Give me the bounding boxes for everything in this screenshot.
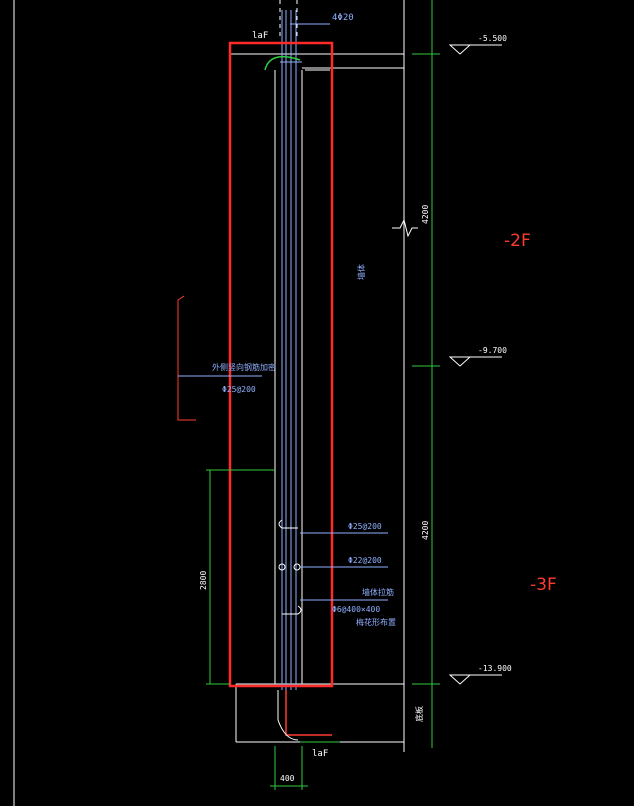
callout-leaders (300, 532, 388, 601)
elevation-markers (448, 44, 502, 685)
bottom-anchorage-label: laF (312, 749, 328, 759)
dimension-height-label: 2800 (199, 571, 208, 590)
dimension-width-label: 400 (280, 774, 295, 783)
wall-note: 墙体 (356, 264, 366, 280)
callout-3: 墙体拉筋 (362, 587, 394, 597)
base-label: 底板 (414, 706, 424, 722)
wall-body (230, 0, 405, 752)
side-note-2: Φ25@200 (222, 385, 256, 394)
tie-symbols (278, 519, 302, 615)
floor-label-3f: -3F (530, 575, 557, 595)
elevation-1: -5.500 (478, 34, 507, 43)
floor-label-2f: -2F (504, 231, 531, 251)
callout-5: 梅花形布置 (356, 617, 396, 627)
break-mark (392, 218, 418, 238)
callout-2: Φ22@200 (348, 556, 382, 565)
story-height-lower: 4200 (421, 521, 430, 540)
bottom-bent-bar (285, 690, 332, 736)
side-note-1: 外侧竖向钢筋加密 (212, 362, 276, 372)
rebar-lines (280, 10, 330, 690)
dimension-height (206, 469, 275, 685)
elevation-3: -13.900 (478, 664, 512, 673)
highlight-box (228, 41, 334, 688)
top-rebar-label: 4Φ20 (332, 13, 354, 23)
top-dashed-lines (279, 0, 298, 40)
bottom-hook (277, 690, 299, 741)
top-anchorage-label: laF (252, 31, 268, 41)
side-bracket (177, 295, 196, 421)
elevation-axis (412, 0, 440, 748)
dimension-width (270, 741, 340, 790)
elevation-2: -9.700 (478, 346, 507, 355)
callout-1: Φ25@200 (348, 522, 382, 531)
top-hook (264, 55, 301, 71)
callout-4: Φ6@400×400 (332, 605, 380, 614)
story-height-upper: 4200 (421, 205, 430, 224)
